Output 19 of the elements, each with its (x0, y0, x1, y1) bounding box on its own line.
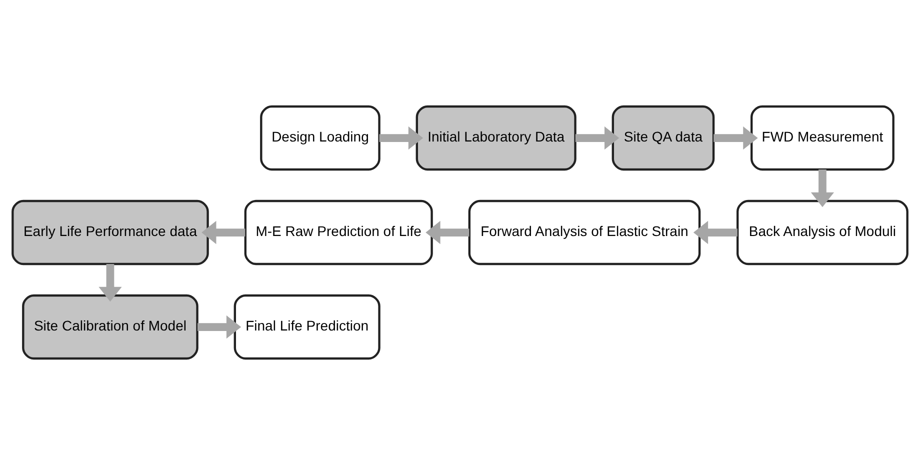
node-box: M-E Raw Prediction of Life (244, 199, 433, 265)
arrow (379, 126, 424, 150)
arrow (693, 220, 738, 244)
node-box: Back Analysis of Moduli (736, 199, 908, 265)
arrow (98, 264, 122, 302)
arrow (426, 220, 470, 244)
node-box: Site Calibration of Model (22, 294, 198, 360)
arrow (198, 314, 242, 338)
node-box: Design Loading (260, 104, 380, 170)
arrow (202, 220, 246, 244)
node-box: Forward Analysis of Elastic Strain (468, 199, 701, 265)
node-box: Initial Laboratory Data (416, 104, 576, 170)
node-box: Site QA data (612, 104, 715, 170)
node-box: Final Life Prediction (234, 294, 380, 360)
arrow (714, 126, 758, 150)
arrow (575, 126, 620, 150)
arrow (810, 169, 834, 207)
node-box: FWD Measurement (750, 104, 894, 170)
node-box: Early Life Performance data (12, 199, 209, 265)
